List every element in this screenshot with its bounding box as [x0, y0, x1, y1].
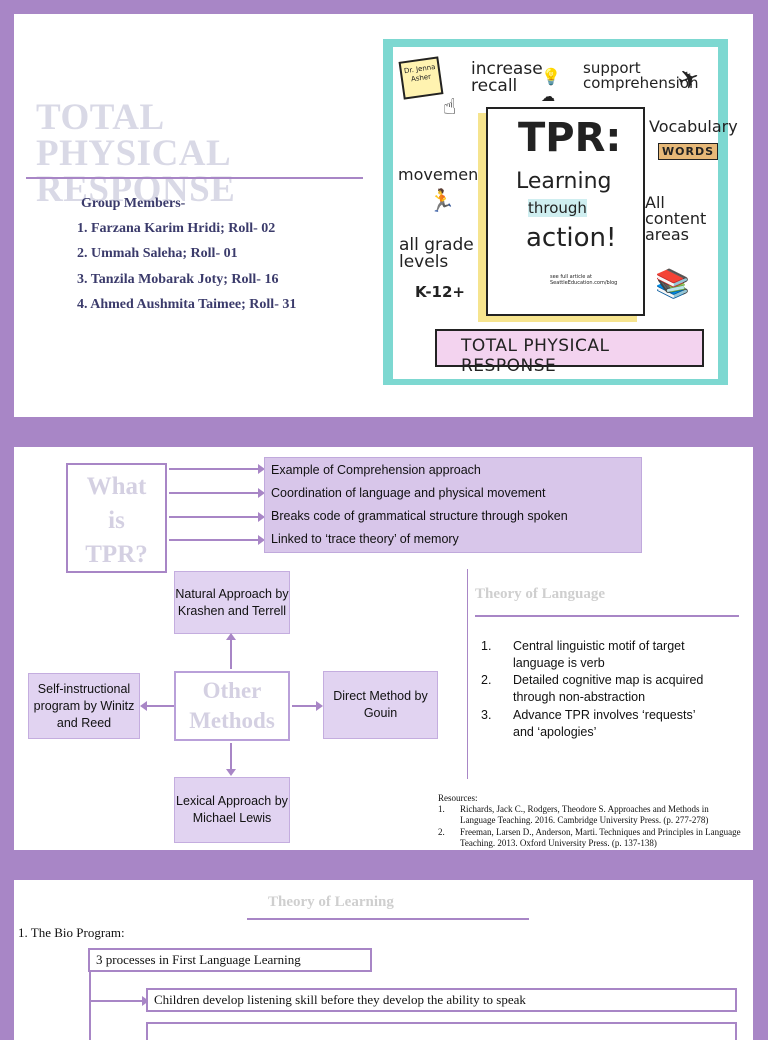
member-item: 3. Tanzila Mobarak Joty; Roll- 16	[77, 272, 279, 287]
next-process-box	[146, 1022, 737, 1040]
natural-approach-box: Natural Approach by Krashen and Terrell	[174, 571, 290, 634]
connector-line	[169, 468, 259, 470]
direct-method-box: Direct Method by Gouin	[323, 671, 438, 739]
member-item: 4. Ahmed Aushmita Taimee; Roll- 31	[77, 297, 297, 312]
arrow-right-icon	[258, 512, 265, 522]
connector-line	[169, 516, 259, 518]
poster-through: through	[528, 199, 587, 217]
arrow-down-icon	[226, 769, 236, 776]
poster-support-comprehension: support comprehension	[583, 59, 699, 92]
connector-line	[169, 492, 259, 494]
bio-program-heading: 1. The Bio Program:	[18, 925, 125, 940]
other-methods-box: Other Methods	[174, 671, 290, 741]
member-item: 2. Ummah Saleha; Roll- 01	[77, 246, 238, 261]
poster-canvas: Dr. Jenna Asher ☝ increase recall 💡 ☁ su…	[393, 47, 738, 379]
books-stack-icon: 📚	[655, 267, 690, 300]
arrow-right-icon	[258, 464, 265, 474]
processes-box: 3 processes in First Language Learning	[88, 948, 372, 972]
what-is-tpr-box: What is TPR?	[66, 463, 167, 573]
member-item: 1. Farzana Karim Hridi; Roll- 02	[77, 221, 276, 236]
self-instructional-box: Self-instructional program by Winitz and…	[28, 673, 140, 739]
connector-line	[230, 637, 232, 669]
poster-learning: Learning	[516, 169, 612, 194]
connector-line	[89, 972, 91, 1040]
poster-ribbon: TOTAL PHYSICAL RESPONSE	[435, 329, 704, 376]
poster-vocabulary: Vocabulary	[649, 117, 738, 136]
poster-movement: movement	[398, 165, 485, 184]
arrow-right-icon	[316, 701, 323, 711]
arrow-up-icon	[226, 633, 236, 640]
resource-item: Richards, Jack C., Rodgers, Theodore S. …	[460, 804, 709, 825]
resource-number: 2.	[438, 827, 445, 837]
connector-line	[89, 1000, 144, 1002]
theory-number: 1.	[481, 639, 492, 653]
theory-number: 3.	[481, 708, 492, 722]
pointing-hand-icon: ☝	[443, 95, 457, 120]
title-underline	[26, 177, 363, 179]
presentation-title: TOTAL PHYSICAL RESPONSE	[36, 97, 236, 210]
poster-increase-recall: increase recall	[471, 59, 543, 96]
theory-item: Central linguistic motif of target langu…	[513, 639, 685, 670]
lightbulb-icon: 💡	[541, 67, 561, 86]
tpr-poster-image: Dr. Jenna Asher ☝ increase recall 💡 ☁ su…	[383, 39, 738, 385]
poster-all-grade-levels: all grade levels	[399, 235, 474, 272]
theory-item: Advance TPR involves ‘requests’ and ‘apo…	[513, 708, 696, 739]
definition-item: Example of Comprehension approach	[271, 463, 481, 477]
definition-item: Coordination of language and physical mo…	[271, 486, 546, 500]
theory-of-learning-title: Theory of Learning	[268, 894, 394, 910]
slide-title: TOTAL PHYSICAL RESPONSE Group Members- 1…	[14, 14, 753, 417]
connector-line	[292, 705, 317, 707]
theory-number: 2.	[481, 673, 492, 687]
poster-action: action!	[526, 223, 617, 253]
running-figure-icon: 🏃	[428, 189, 456, 214]
slide-theory-of-learning: Theory of Learning 1. The Bio Program: 3…	[14, 880, 753, 1040]
connector-line	[144, 705, 174, 707]
arrow-left-icon	[140, 701, 147, 711]
theory-learning-underline	[247, 918, 529, 920]
theory-item: Detailed cognitive map is acquired throu…	[513, 673, 704, 704]
arrow-right-icon	[258, 535, 265, 545]
vertical-divider	[467, 569, 468, 779]
theory-of-language-title: Theory of Language	[475, 586, 606, 602]
definition-item: Breaks code of grammatical structure thr…	[271, 509, 568, 523]
definition-item: Linked to ‘trace theory’ of memory	[271, 532, 459, 546]
connector-line	[230, 743, 232, 771]
paper-plane-icon: ✈	[673, 62, 705, 98]
listening-skill-box: Children develop listening skill before …	[146, 988, 737, 1012]
arrow-right-icon	[258, 488, 265, 498]
poster-all-content-areas: All content areas	[645, 193, 707, 244]
resource-item: Freeman, Larsen D., Anderson, Marti. Tec…	[460, 827, 741, 848]
slide-what-is-tpr: What is TPR? Example of Comprehension ap…	[14, 447, 753, 850]
connector-line	[169, 539, 259, 541]
arrow-right-icon	[142, 996, 149, 1006]
poster-center-card: TPR: Learning through action! see full a…	[486, 107, 645, 316]
poster-small-note: see full article at SeattleEducation.com…	[550, 274, 618, 286]
resource-number: 1.	[438, 804, 445, 814]
members-heading: Group Members-	[81, 196, 186, 211]
poster-words-blocks: WORDS	[658, 143, 719, 160]
lexical-approach-box: Lexical Approach by Michael Lewis	[174, 777, 290, 843]
tpr-definition-list: Example of Comprehension approach Coordi…	[264, 457, 642, 553]
cloud-icon: ☁	[541, 89, 555, 105]
poster-tpr-heading: TPR:	[518, 115, 622, 161]
theory-title-underline	[475, 615, 739, 617]
author-badge: Dr. Jenna Asher	[398, 56, 444, 100]
resources-label: Resources:	[438, 793, 478, 803]
poster-k12: K-12+	[415, 283, 465, 301]
